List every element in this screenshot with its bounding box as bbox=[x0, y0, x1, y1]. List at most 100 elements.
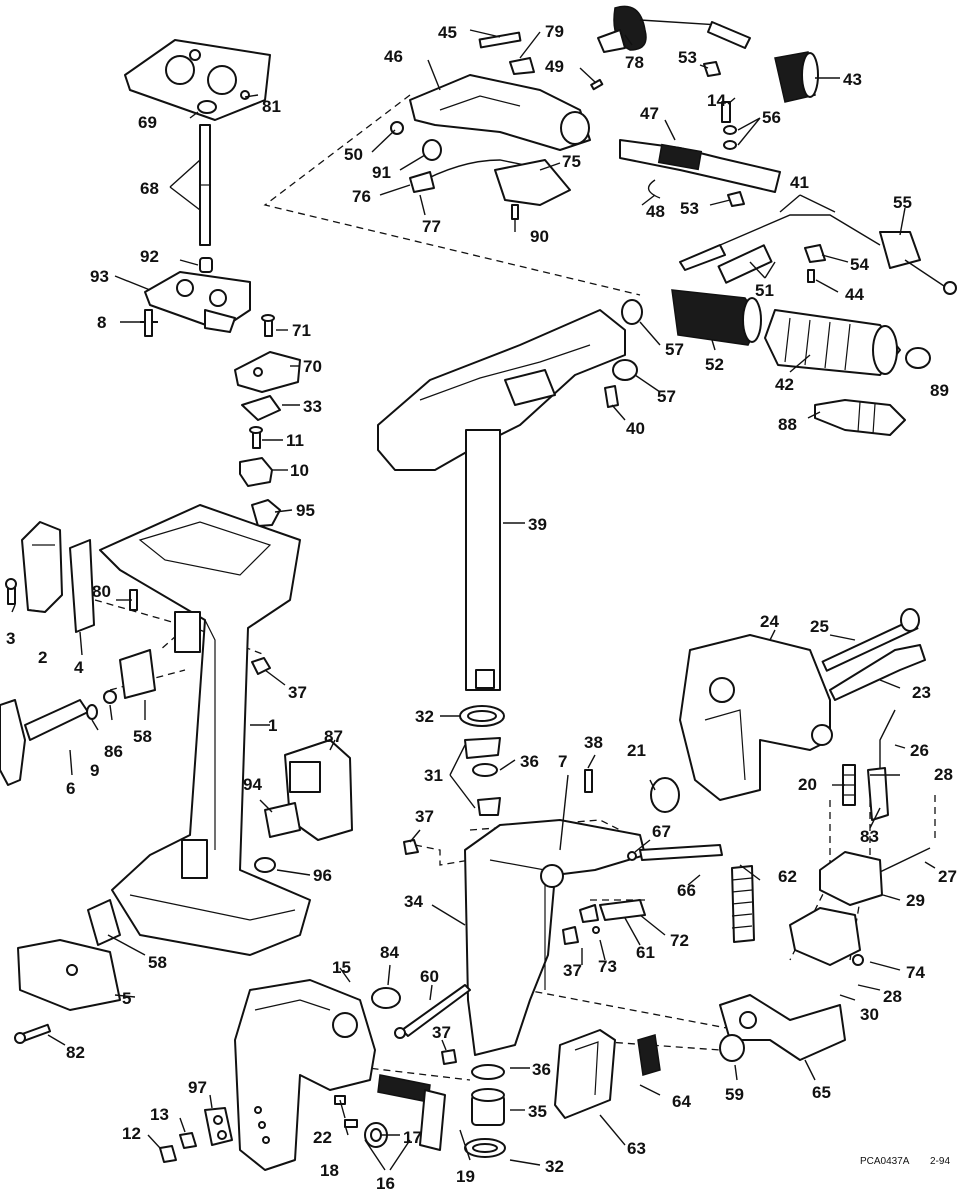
callout-11: 11 bbox=[286, 431, 304, 450]
bolt-82 bbox=[14, 1023, 52, 1044]
callout-72: 72 bbox=[670, 931, 689, 950]
bracket-75 bbox=[494, 159, 571, 206]
callout-2: 2 bbox=[38, 648, 47, 667]
callout-58-lower: 58 bbox=[148, 953, 167, 972]
callout-68: 68 bbox=[140, 179, 159, 198]
callout-78: 78 bbox=[625, 53, 644, 72]
callout-labels: 45 79 46 49 78 53 43 14 56 47 81 69 68 9… bbox=[6, 22, 957, 1191]
washer-74 bbox=[852, 954, 864, 966]
block-58-lower bbox=[87, 899, 121, 946]
nut-12 bbox=[159, 1145, 177, 1163]
bushing-92 bbox=[199, 257, 213, 273]
pins-14-56 bbox=[721, 101, 737, 150]
stern-bracket-15 bbox=[234, 979, 376, 1171]
sleeve-51 bbox=[717, 244, 773, 284]
cable-76-77 bbox=[409, 159, 526, 193]
switch-88 bbox=[814, 399, 906, 436]
callout-32-upper: 32 bbox=[415, 707, 434, 726]
callout-91: 91 bbox=[372, 163, 391, 182]
callout-46: 46 bbox=[384, 47, 403, 66]
callout-81: 81 bbox=[262, 97, 281, 116]
screw-3 bbox=[5, 578, 17, 605]
callout-13: 13 bbox=[150, 1105, 169, 1124]
callout-58-upper: 58 bbox=[133, 727, 152, 746]
nut-37-bottom-center bbox=[562, 926, 579, 945]
bushing-36-31 bbox=[464, 737, 501, 816]
ring-36-lower bbox=[471, 1064, 505, 1080]
bushing-35 bbox=[471, 1088, 505, 1126]
clip-79 bbox=[509, 57, 535, 75]
screw-71 bbox=[261, 314, 275, 337]
callout-42: 42 bbox=[775, 375, 794, 394]
callout-27: 27 bbox=[938, 867, 957, 886]
callout-57-upper: 57 bbox=[665, 340, 684, 359]
callout-15: 15 bbox=[332, 958, 351, 977]
callout-20: 20 bbox=[798, 775, 817, 794]
nut-13 bbox=[179, 1132, 197, 1149]
drawing-code: PCA0437A bbox=[860, 1156, 910, 1167]
callout-37-bottom-center: 37 bbox=[563, 961, 582, 980]
callout-52: 52 bbox=[705, 355, 724, 374]
bushing-69 bbox=[197, 100, 217, 114]
callout-54: 54 bbox=[850, 255, 869, 274]
callout-41: 41 bbox=[790, 173, 809, 192]
screw-18 bbox=[344, 1119, 358, 1128]
grip-43 bbox=[774, 51, 819, 103]
callout-83: 83 bbox=[860, 827, 879, 846]
callout-96: 96 bbox=[313, 866, 332, 885]
swivel-bracket-upper bbox=[377, 309, 626, 471]
callout-45: 45 bbox=[438, 23, 457, 42]
callout-37-center: 37 bbox=[415, 807, 434, 826]
callout-35: 35 bbox=[528, 1102, 547, 1121]
callout-49: 49 bbox=[545, 57, 564, 76]
nut-53-top bbox=[703, 61, 721, 77]
callout-39: 39 bbox=[528, 515, 547, 534]
callout-74: 74 bbox=[906, 963, 925, 982]
pin-49 bbox=[590, 78, 604, 91]
callout-32-lower: 32 bbox=[545, 1157, 564, 1176]
callout-29: 29 bbox=[906, 891, 925, 910]
callout-34: 34 bbox=[404, 892, 423, 911]
callout-28-upper: 28 bbox=[934, 765, 953, 784]
bushing-91 bbox=[422, 139, 442, 161]
callout-21: 21 bbox=[627, 741, 646, 760]
gasket-4 bbox=[69, 539, 95, 633]
callout-55: 55 bbox=[893, 193, 912, 212]
callout-4: 4 bbox=[74, 658, 84, 677]
bushing-21 bbox=[650, 777, 680, 813]
leader-lines bbox=[11, 29, 936, 1171]
rod-68 bbox=[199, 124, 211, 246]
exhaust-housing-1 bbox=[99, 504, 311, 956]
callout-38: 38 bbox=[584, 733, 603, 752]
callout-23: 23 bbox=[912, 683, 931, 702]
block-94 bbox=[264, 802, 301, 838]
callout-82: 82 bbox=[66, 1043, 85, 1062]
washer-57-upper bbox=[621, 299, 643, 325]
callout-60: 60 bbox=[420, 967, 439, 986]
callout-24: 24 bbox=[760, 612, 779, 631]
callout-50: 50 bbox=[344, 145, 363, 164]
callout-37-lower: 37 bbox=[432, 1023, 451, 1042]
callout-95: 95 bbox=[296, 501, 315, 520]
drawing-date: 2-94 bbox=[930, 1156, 950, 1167]
callout-16: 16 bbox=[376, 1174, 395, 1191]
spring-62 bbox=[731, 865, 755, 943]
pin-27 bbox=[879, 847, 931, 873]
callout-17: 17 bbox=[403, 1128, 422, 1147]
callout-56: 56 bbox=[762, 108, 781, 127]
callout-40: 40 bbox=[626, 419, 645, 438]
rod-23 bbox=[829, 644, 926, 701]
steering-shaft-39 bbox=[465, 429, 501, 691]
bushing-32-upper bbox=[459, 705, 505, 727]
callout-14: 14 bbox=[707, 91, 726, 110]
bracket-87 bbox=[284, 739, 353, 841]
callout-79: 79 bbox=[545, 22, 564, 41]
screw-11 bbox=[249, 426, 263, 449]
bracket-30 bbox=[789, 907, 861, 966]
nut-37-center bbox=[403, 839, 419, 855]
lever-72 bbox=[599, 899, 646, 921]
bracket-97 bbox=[204, 1107, 233, 1146]
callout-26: 26 bbox=[910, 741, 929, 760]
callout-94: 94 bbox=[243, 775, 262, 794]
callout-1: 1 bbox=[268, 716, 277, 735]
